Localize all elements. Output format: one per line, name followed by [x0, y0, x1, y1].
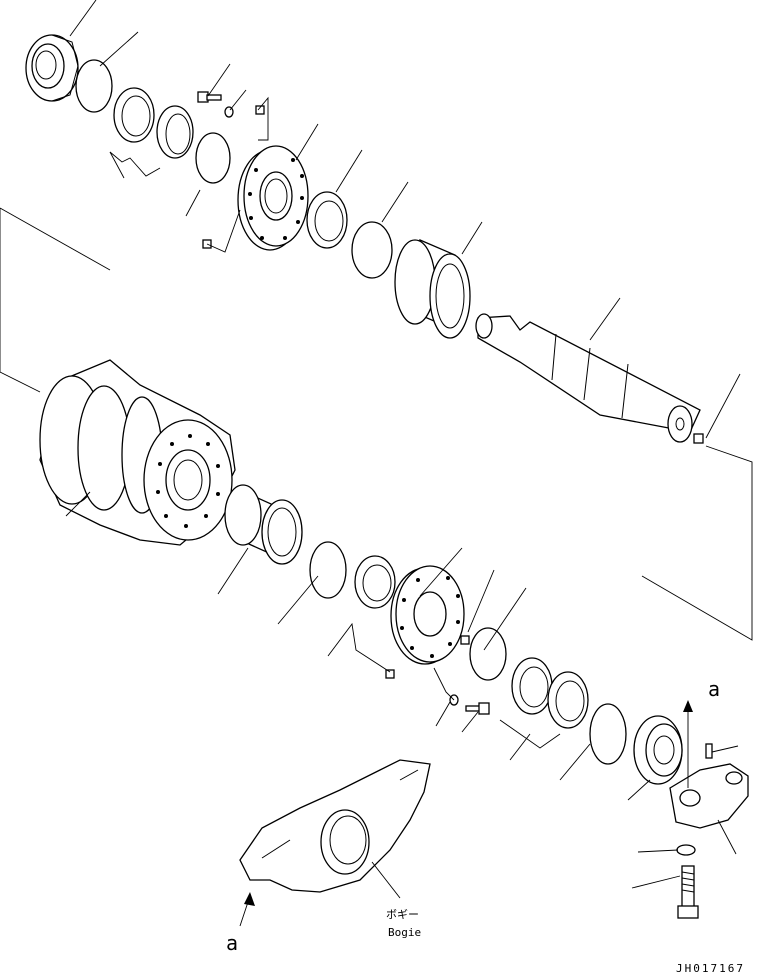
o-ring-top-1 — [75, 59, 113, 113]
o-ring-lower-1 — [309, 541, 347, 599]
o-ring-lower-2 — [469, 627, 507, 681]
ref-a-left-label: a — [226, 931, 238, 955]
bushing-lower — [224, 484, 303, 565]
o-ring-top-2 — [195, 132, 231, 184]
drawing-code-label: JH017167 — [676, 962, 745, 975]
collar-lower — [390, 565, 465, 665]
seal-ring-top-b — [156, 105, 194, 159]
bushing-upper — [394, 239, 471, 339]
arrow-up-right — [683, 700, 693, 712]
bolt-lower — [465, 702, 490, 715]
floating-seal-top — [25, 34, 79, 102]
collar-upper — [237, 145, 309, 251]
ref-a-right-label: a — [708, 677, 720, 701]
washer-cap — [676, 844, 696, 856]
plug-lower-2 — [385, 669, 395, 679]
pin-small — [705, 743, 713, 759]
plug-lower-1 — [460, 635, 470, 645]
seal-ring-lower-a — [511, 657, 553, 715]
o-ring-upper-3 — [351, 221, 393, 279]
seal-ring-top-a — [113, 87, 155, 143]
washer-upper — [224, 106, 234, 118]
plug-shaft-end — [693, 433, 704, 444]
cap-bracket — [669, 763, 749, 829]
roller-shaft — [475, 313, 701, 443]
thrust-washer-upper — [306, 191, 348, 249]
leader-lines — [0, 0, 753, 927]
bogie-part — [239, 759, 431, 893]
plug-upper — [255, 105, 265, 115]
arrow-up-left — [244, 892, 255, 906]
o-ring-lower-3 — [589, 703, 627, 765]
bolt-upper — [197, 91, 222, 103]
bogie-jp-label: ボギー — [386, 908, 419, 921]
floating-seal-bottom — [633, 715, 683, 785]
track-roller-body — [39, 359, 236, 546]
bogie-en-label: Bogie — [388, 926, 421, 939]
cap-bolt — [677, 865, 699, 919]
thrust-washer-lower — [354, 555, 396, 609]
seal-ring-lower-b — [547, 671, 589, 729]
